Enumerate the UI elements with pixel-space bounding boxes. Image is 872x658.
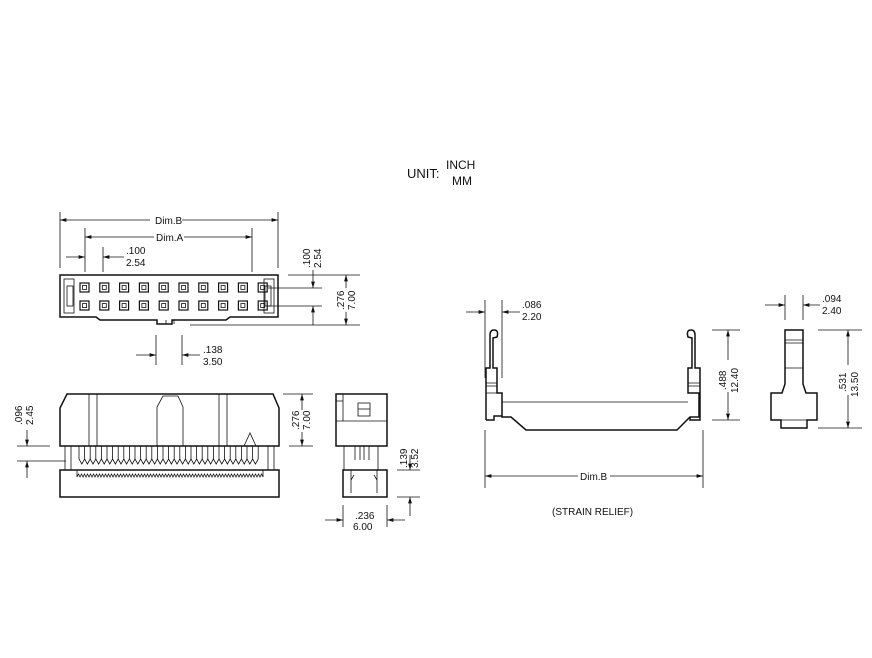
strain-relief-side: .094 2.40 .531 13.50 bbox=[765, 294, 862, 429]
end-height-mm: 3.52 bbox=[410, 448, 421, 468]
ribbon-teeth bbox=[78, 446, 259, 465]
pin-contact bbox=[82, 285, 87, 290]
offset-mm: 2.45 bbox=[25, 405, 36, 425]
end-width-mm: 6.00 bbox=[353, 522, 373, 533]
pin-cavity bbox=[237, 282, 248, 293]
pin-grid bbox=[79, 282, 268, 311]
pin-cavity bbox=[178, 282, 189, 293]
pin-contact bbox=[101, 303, 107, 308]
pin-cavity bbox=[138, 282, 149, 293]
sr-side-width-inch: .094 bbox=[822, 294, 842, 305]
top-body-outline bbox=[59, 274, 279, 325]
key-mm: 3.50 bbox=[203, 357, 223, 368]
unit-mm: MM bbox=[452, 174, 472, 188]
pin-cavity bbox=[178, 300, 189, 311]
pin-cavity bbox=[138, 300, 149, 311]
pin-contact bbox=[181, 285, 186, 290]
pin-contact bbox=[121, 303, 127, 308]
unit-text: UNIT: bbox=[407, 166, 440, 181]
unit-label: UNIT: INCH MM bbox=[407, 158, 475, 188]
row-pitch-inch: .100 bbox=[302, 248, 313, 268]
pin-contact bbox=[260, 285, 266, 290]
pin-cavity bbox=[237, 300, 248, 311]
pin-contact bbox=[141, 303, 147, 308]
pin-cavity bbox=[218, 300, 229, 311]
pin-cavity bbox=[99, 300, 110, 311]
pin-cavity bbox=[118, 282, 130, 293]
sr-side-height-inch: .531 bbox=[838, 372, 849, 392]
sr-dim-b-label: Dim.B bbox=[580, 472, 608, 483]
base-serration bbox=[76, 470, 264, 478]
key-inch: .138 bbox=[203, 345, 223, 356]
side-height-inch: .276 bbox=[291, 410, 302, 430]
sr-side-width-mm: 2.40 bbox=[822, 306, 842, 317]
end-width-inch: .236 bbox=[355, 511, 375, 522]
pin-contact bbox=[200, 285, 206, 290]
offset-inch: .096 bbox=[14, 405, 25, 425]
top-height-inch: .276 bbox=[336, 290, 347, 310]
pin-cavity bbox=[198, 282, 209, 293]
pin-cavity bbox=[257, 300, 268, 311]
pin-contact bbox=[121, 285, 127, 290]
end-view: .139 3.52 .236 6.00 bbox=[325, 393, 421, 533]
pin-contact bbox=[141, 285, 147, 290]
pin-contact bbox=[240, 303, 246, 308]
pitch-mm: 2.54 bbox=[126, 258, 146, 269]
pin-cavity bbox=[158, 282, 169, 293]
sr-height-mm: 12.40 bbox=[730, 368, 741, 393]
end-height-inch: .139 bbox=[399, 448, 410, 468]
pin-contact bbox=[240, 285, 246, 290]
pin-contact bbox=[161, 303, 167, 308]
dim-a-label: Dim.A bbox=[156, 233, 184, 244]
pin-contact bbox=[181, 303, 186, 308]
pitch-inch: .100 bbox=[126, 246, 146, 257]
arm-mm: 2.20 bbox=[522, 312, 542, 323]
unit-inch: INCH bbox=[446, 158, 475, 172]
pin-contact bbox=[200, 303, 206, 308]
pin-cavity bbox=[218, 282, 229, 293]
top-height-mm: 7.00 bbox=[347, 290, 358, 310]
side-height-mm: 7.00 bbox=[302, 410, 313, 430]
sr-side-height-mm: 13.50 bbox=[850, 372, 861, 397]
row-pitch-mm: 2.54 bbox=[313, 248, 324, 268]
pin-cavity bbox=[257, 282, 268, 293]
side-view: .096 2.45 .276 7.00 bbox=[14, 393, 313, 498]
arm-inch: .086 bbox=[522, 300, 542, 311]
pin-cavity bbox=[198, 300, 209, 311]
pin-cavity bbox=[99, 282, 110, 293]
pin-cavity bbox=[79, 300, 90, 311]
pin-contact bbox=[220, 285, 226, 290]
pin-cavity bbox=[79, 282, 90, 293]
sr-height-inch: .488 bbox=[718, 370, 729, 390]
dim-b-label: Dim.B bbox=[155, 216, 183, 227]
pin-contact bbox=[260, 303, 266, 308]
top-view: Dim.B Dim.A .100 2.54 .100 2.54 .276 7.0… bbox=[59, 212, 360, 368]
pin-cavity bbox=[118, 300, 130, 311]
pin-contact bbox=[220, 303, 226, 308]
pin-contact bbox=[161, 285, 167, 290]
strain-relief-caption: (STRAIN RELIEF) bbox=[552, 507, 633, 518]
pin-cavity bbox=[158, 300, 169, 311]
pin-contact bbox=[82, 303, 87, 308]
pin-contact bbox=[101, 285, 107, 290]
strain-relief-front: .086 2.20 .488 12.40 Dim.B (STRAIN RELIE… bbox=[466, 300, 741, 518]
